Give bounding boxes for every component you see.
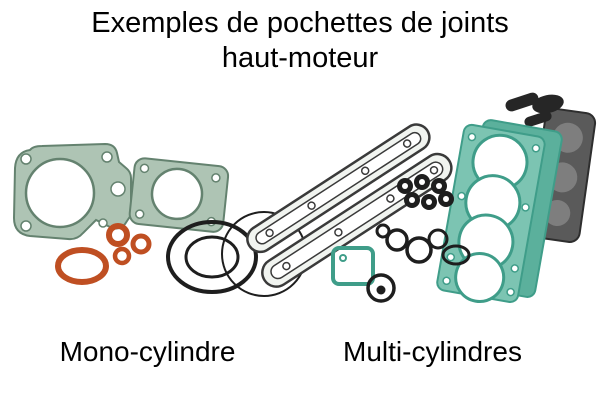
black-o-rings-left [166,211,307,297]
cylinder-bores [454,133,529,303]
caption-mono-cylindre: Mono-cylindre [59,336,236,367]
valve-cover-bolt-holes-2 [282,165,439,271]
mono-cylinder-gasket-group [12,142,307,297]
multi-head-bolt-holes [442,132,541,297]
seal-ring-with-washer [366,273,396,303]
dark-seal-pieces [505,92,564,127]
caption-multi-cylindres: Multi-cylindres [343,336,522,367]
mono-base-gasket [128,157,230,233]
orange-o-rings [55,223,152,285]
black-o-rings-right [375,223,471,266]
multi-cylinder-gasket-group [246,92,597,304]
gasket-photo [12,92,597,304]
valve-cover-bolt-holes-1 [265,139,412,238]
mono-head-gasket [12,142,132,241]
small-teal-gasket [331,246,375,286]
mono-head-gasket-bolt-holes [20,151,126,232]
page-title-line2: haut-moteur [221,42,379,75]
valve-stem-seals [397,174,454,210]
multi-head-gasket [436,119,563,304]
captions: Mono-cylindre Multi-cylindres [0,336,600,376]
page-title-line1: Exemples de pochettes de joints [91,7,509,39]
